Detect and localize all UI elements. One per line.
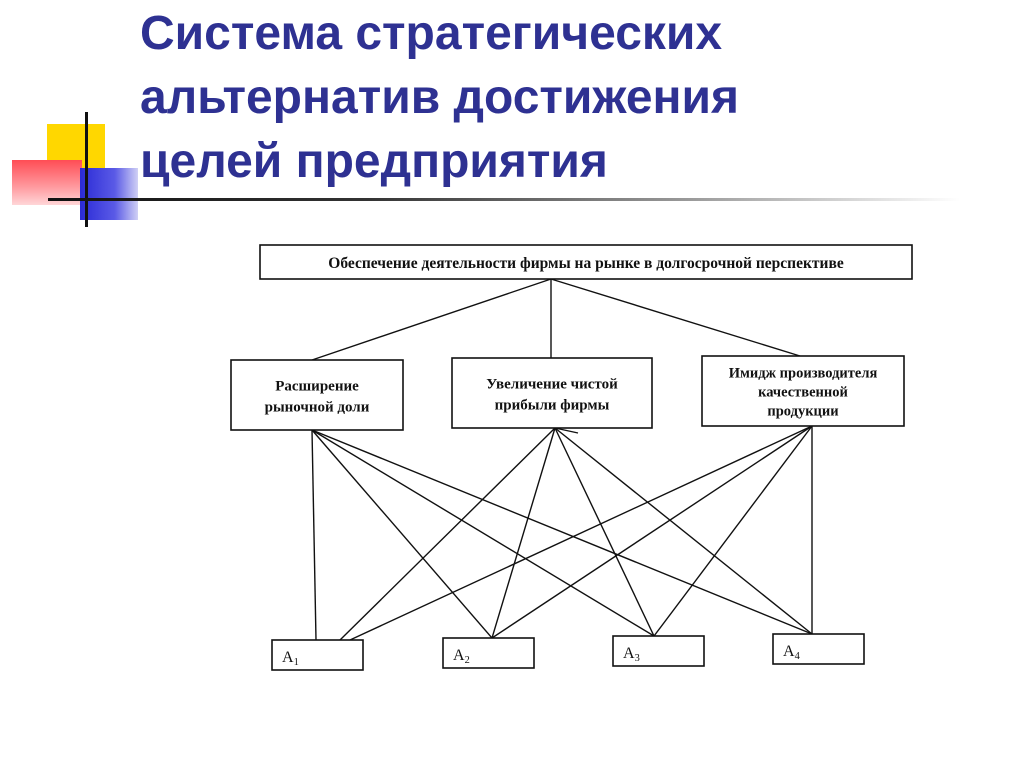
goal-root-label: Обеспечение деятельности фирмы на рынке … [328,255,844,272]
goal-root-box-frame [259,244,913,280]
alternative-label-3: A3 [623,645,640,664]
alternative-box-1-frame [271,639,364,671]
diagram-nodes: Обеспечение деятельности фирмы на рынке … [230,244,913,671]
slide-title-line-1: Система стратегических [140,7,723,60]
edge-g1-a1 [311,429,317,641]
alternative-box-1: A1 [271,639,364,671]
goal-box-1-line-1: Расширение [275,378,359,394]
alternative-box-2-frame [442,637,535,669]
edge-g1-a4 [311,429,813,635]
alternative-box-3: A3 [612,635,705,667]
alternative-label-4: A4 [783,643,801,662]
slide-title-line-3: целей предприятия [140,135,608,188]
diagram-edges [311,278,813,641]
goal-box-3-line-3: продукции [767,403,838,419]
edge-g2-a3 [554,427,655,637]
goal-box-2-frame [451,357,653,429]
edge-root-g1 [311,278,552,361]
edge-root-g3 [550,278,801,357]
goal-box-2: Увеличение чистой прибыли фирмы [451,357,653,429]
goal-box-1-frame [230,359,404,431]
goal-root-box: Обеспечение деятельности фирмы на рынке … [259,244,913,280]
decor-red-block [12,160,82,205]
goal-box-3-frame [701,355,905,427]
edge-g3-a3 [653,425,813,637]
alternative-box-4-frame [772,633,865,665]
decor-vertical-line [85,112,88,227]
alternative-box-2: A2 [442,637,535,669]
edge-g2-a2 [491,427,556,639]
goal-box-1: Расширение рыночной доли [230,359,404,431]
slide-title: Система стратегических альтернатив дости… [140,2,900,194]
alternative-label-2: A2 [453,647,470,666]
edge-g3-a1 [349,425,813,641]
edge-g2-a1 [339,427,556,641]
goal-box-1-line-2: рыночной доли [265,399,370,415]
goal-box-3: Имидж производителя качественной продукции [701,355,905,427]
alternative-box-4: A4 [772,633,865,665]
goal-box-3-line-2: качественной [758,384,848,400]
edge-g1-a3 [311,429,655,637]
alternative-label-1: A1 [282,649,299,668]
alternative-box-3-frame [612,635,705,667]
decor-horizontal-rule [48,198,960,201]
decor-blue-block [80,168,138,220]
goal-box-2-line-1: Увеличение чистой [486,376,618,392]
goal-box-2-line-2: прибыли фирмы [495,397,610,413]
slide-title-line-2: альтернатив достижения [140,71,740,124]
edge-g1-a2 [311,429,493,639]
edge-stray-stroke [554,427,579,434]
edge-g3-a2 [491,425,813,639]
goal-box-3-line-1: Имидж производителя [729,365,878,381]
edge-g2-a4 [554,427,813,635]
